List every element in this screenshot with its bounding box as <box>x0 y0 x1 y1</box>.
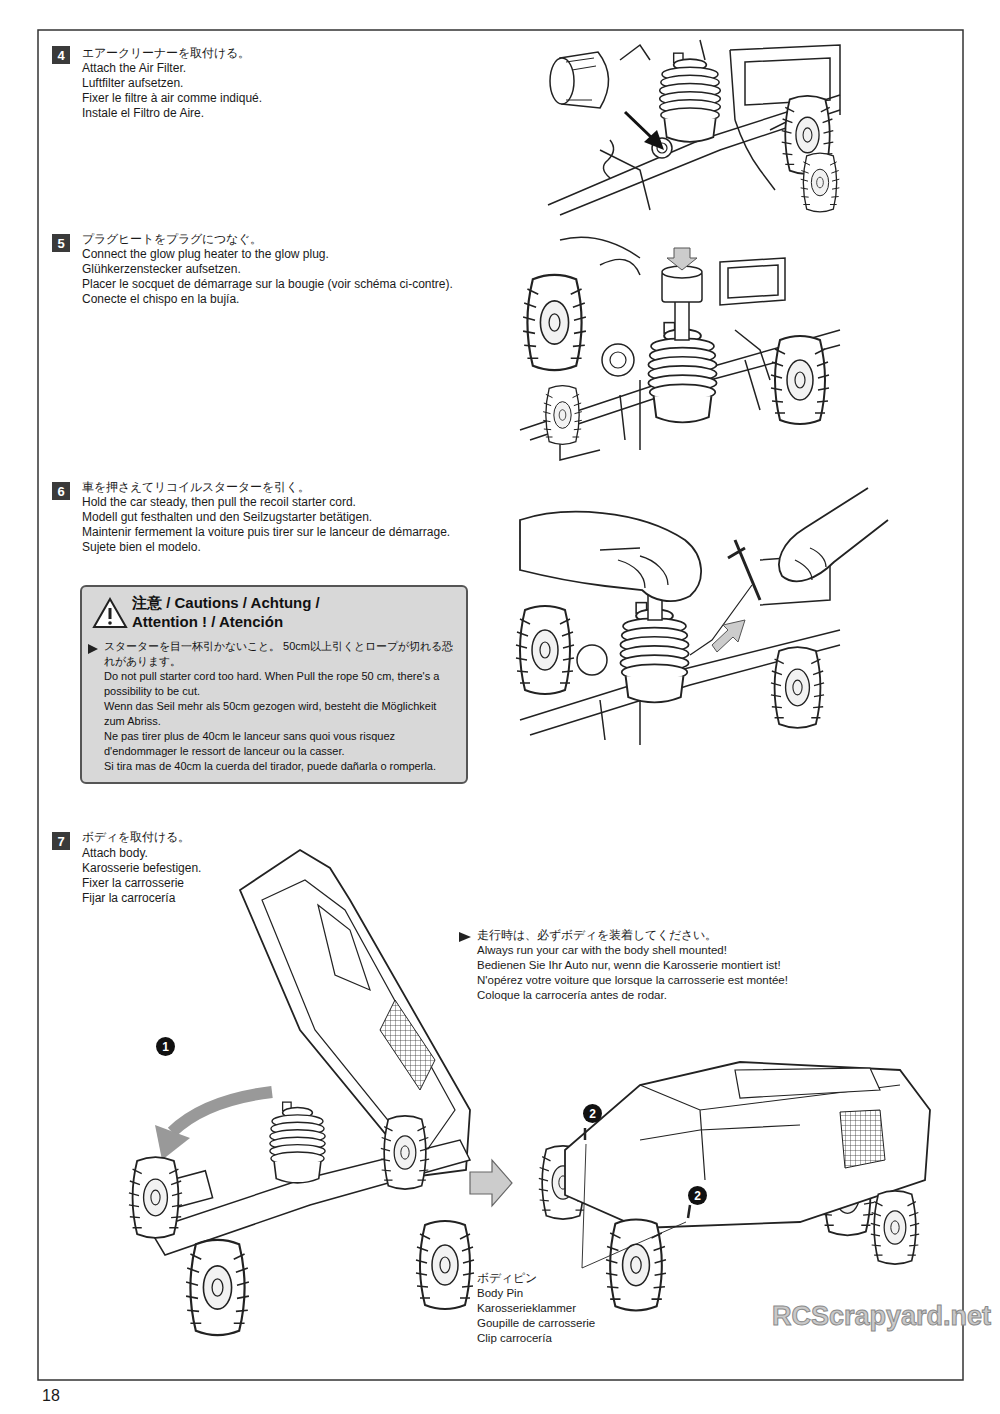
instruction-text: エアークリーナーを取付ける。 <box>82 46 250 60</box>
bullet-marker <box>88 644 98 654</box>
caution-box: 注意 / Cautions / Achtung / Attention ! / … <box>80 585 468 784</box>
instruction-text: Instale el Filtro de Aire. <box>82 106 204 120</box>
note-text: Always run your car with the body shell … <box>477 944 727 958</box>
instruction-text: Glühkerzenstecker aufsetzen. <box>82 262 241 276</box>
caution-heading: 注意 / Cautions / Achtung / Attention ! / … <box>132 593 377 631</box>
step-number-box: 7 <box>52 832 70 850</box>
instruction-text: Placer le socquet de démarrage sur la bo… <box>82 277 453 291</box>
instruction-text: 車を押さえてリコイルスターターを引く。 <box>82 480 310 494</box>
callout-digit: 2 <box>694 1190 701 1202</box>
step-number-box: 6 <box>52 482 70 500</box>
part-name: ボディピン <box>477 1272 537 1286</box>
caution-text: Do not pull starter cord too hard. When … <box>104 669 460 699</box>
part-name: Clip carrocería <box>477 1332 552 1346</box>
part-name: Body Pin <box>477 1287 523 1301</box>
note-text: 走行時は、必ずボディを装着してください。 <box>477 929 717 943</box>
caution-text: Si tira mas de 40cm la cuerda del tirado… <box>104 759 460 774</box>
step-number: 6 <box>57 485 64 498</box>
warning-icon <box>92 597 128 629</box>
caution-text: スターターを目一杯引かないこと。 50cm以上引くとロープが切れる恐れがあります… <box>104 639 460 669</box>
warning-mark <box>108 621 112 625</box>
instruction-text: Sujete bien el modelo. <box>82 540 201 554</box>
instruction-text: Luftfilter aufsetzen. <box>82 76 183 90</box>
caution-text: Ne pas tirer plus de 40cm le lanceur san… <box>104 729 460 759</box>
instruction-text: Connect the glow plug heater to the glow… <box>82 247 329 261</box>
instruction-text: Karosserie befestigen. <box>82 861 201 875</box>
instruction-text: Maintenir fermement la voiture puis tire… <box>82 525 450 539</box>
warning-mark <box>109 608 112 619</box>
instruction-text: Attach body. <box>82 846 148 860</box>
note-text: Bedienen Sie Ihr Auto nur, wenn die Karo… <box>477 959 781 973</box>
callout-digit: 2 <box>589 1108 596 1120</box>
step-number: 7 <box>57 835 64 848</box>
instruction-text: Attach the Air Filter. <box>82 61 186 75</box>
step-number: 5 <box>57 237 64 250</box>
part-name: Goupille de carrosserie <box>477 1317 595 1331</box>
instruction-text: Conecte el chispo en la bujía. <box>82 292 239 306</box>
step-number: 4 <box>57 49 64 62</box>
callout-number: 2 <box>688 1186 707 1205</box>
caution-body: スターターを目一杯引かないこと。 50cm以上引くとロープが切れる恐れがあります… <box>104 639 460 774</box>
watermark: RCScrapyard.net <box>772 1300 991 1332</box>
instruction-text: Hold the car steady, then pull the recoi… <box>82 495 356 509</box>
warning-triangle <box>94 599 126 627</box>
instruction-text: プラグヒートをプラグにつなぐ。 <box>82 232 262 246</box>
step-number-box: 5 <box>52 234 70 252</box>
callout-digit: 1 <box>162 1041 169 1053</box>
note-text: Coloque la carrocería antes de rodar. <box>477 989 667 1003</box>
instruction-text: ボディを取付ける。 <box>82 830 190 844</box>
instruction-text: Modell gut festhalten und den Seilzugsta… <box>82 510 372 524</box>
part-name: Karosserieklammer <box>477 1302 576 1316</box>
instruction-text: Fixer le filtre à air comme indiqué. <box>82 91 262 105</box>
page-number: 18 <box>42 1386 60 1405</box>
instruction-text: Fijar la carrocería <box>82 891 175 905</box>
caution-text: Wenn das Seil mehr als 50cm gezogen wird… <box>104 699 460 729</box>
callout-number: 1 <box>156 1037 175 1056</box>
callout-number: 2 <box>583 1104 602 1123</box>
instruction-text: Fixer la carrosserie <box>82 876 184 890</box>
note-text: N'opérez votre voiture que lorsque la ca… <box>477 974 788 988</box>
step-number-box: 4 <box>52 46 70 64</box>
bullet-marker <box>87 643 99 655</box>
